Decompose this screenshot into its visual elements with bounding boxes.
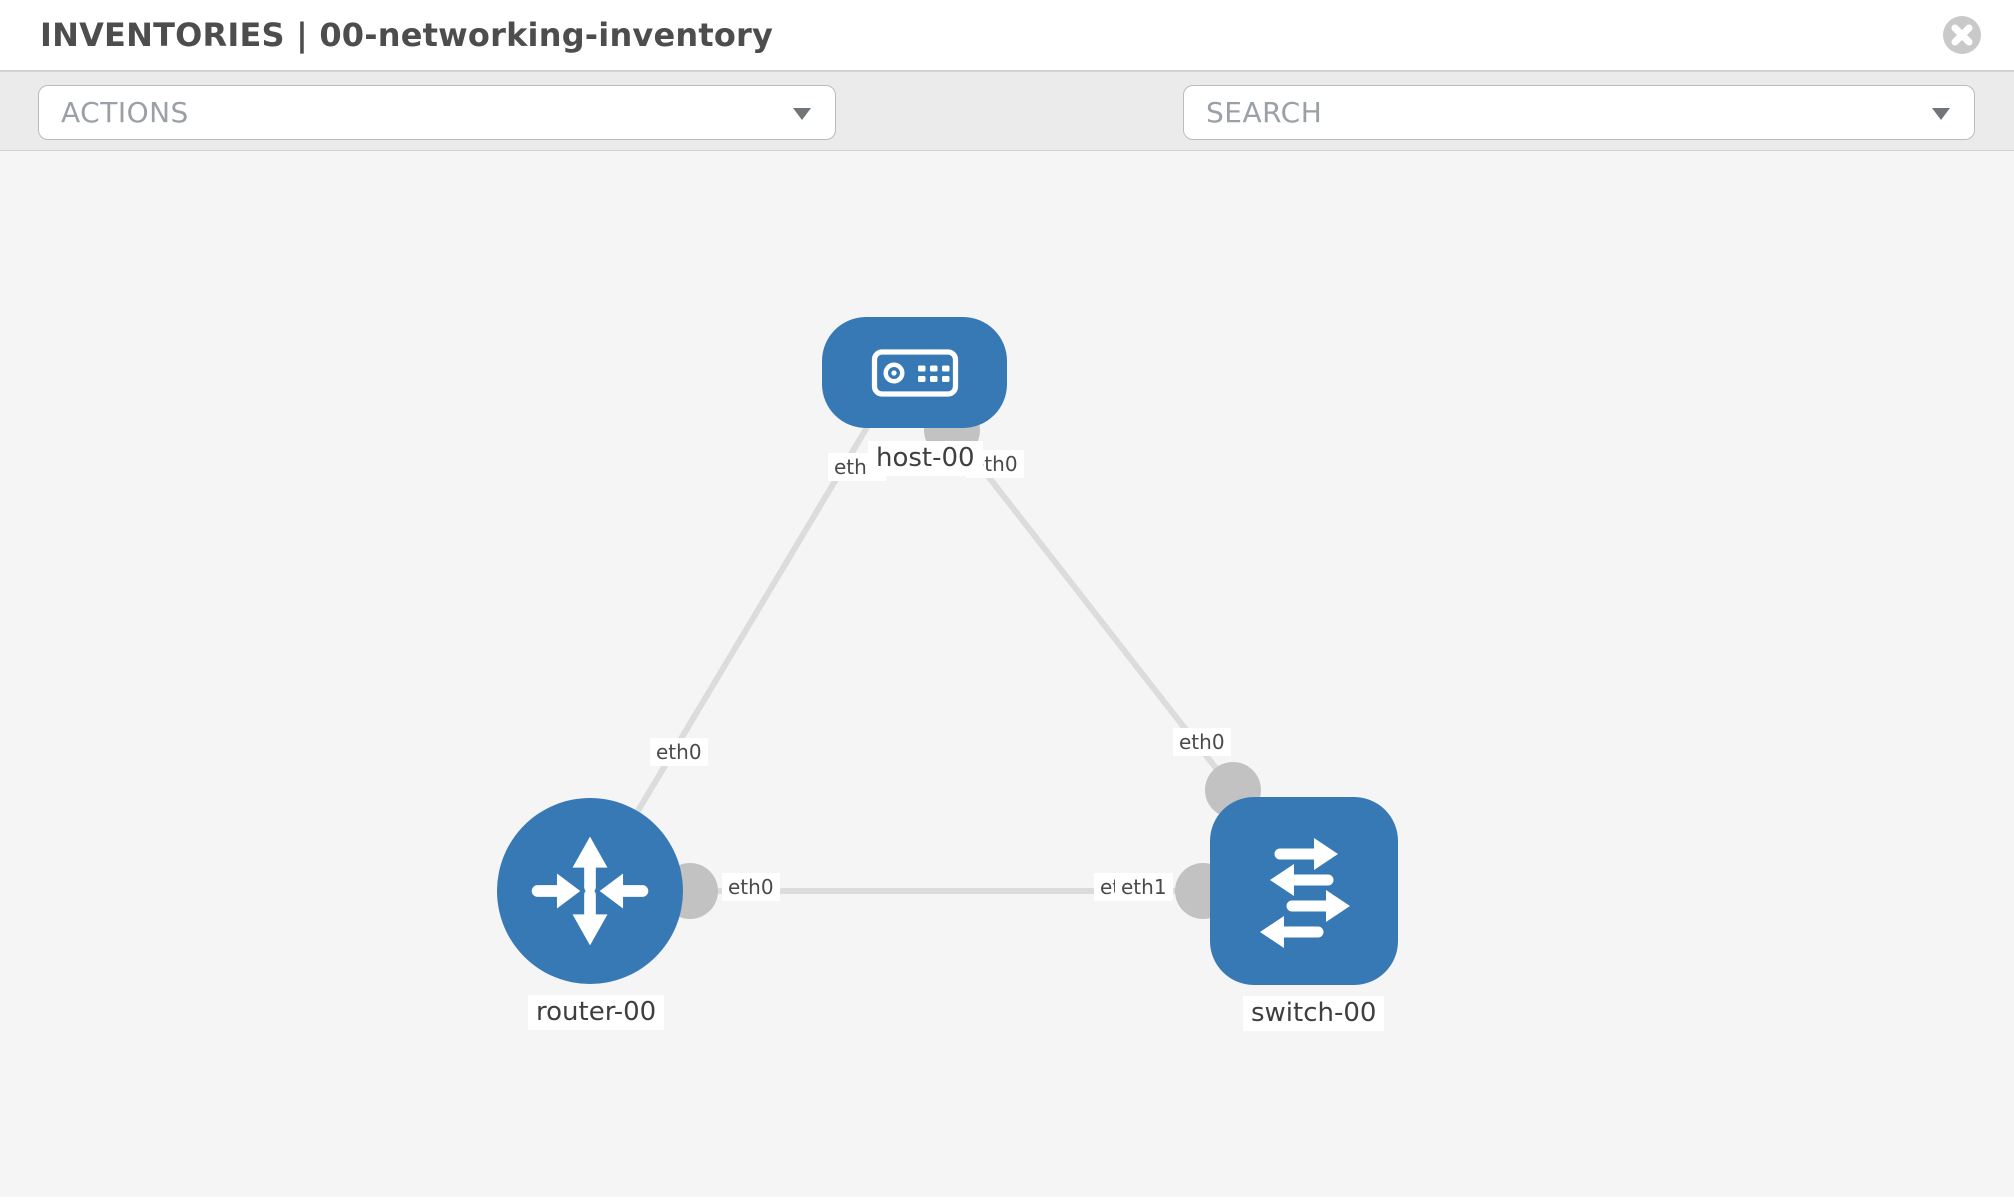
if-label-router-to-switch: eth0 xyxy=(722,873,780,901)
router-icon xyxy=(531,836,649,946)
breadcrumb-header: INVENTORIES | 00-networking-inventory xyxy=(0,0,2014,72)
if-label-router-to-host: eth0 xyxy=(650,738,708,766)
node-label-host-00: host-00 xyxy=(868,441,983,476)
close-icon[interactable] xyxy=(1942,15,1982,55)
search-dropdown-label: SEARCH xyxy=(1206,96,1323,129)
topology-links xyxy=(605,417,1236,894)
topology-canvas[interactable]: eth0 eth0 eth0 eth0 eth0 eth1 eth1 host-… xyxy=(0,151,2014,1197)
node-switch-00[interactable] xyxy=(1210,797,1398,985)
actions-dropdown[interactable]: ACTIONS xyxy=(38,85,836,140)
node-label-router-00: router-00 xyxy=(528,995,665,1030)
actions-dropdown-label: ACTIONS xyxy=(61,96,189,129)
chevron-down-icon xyxy=(1932,107,1950,120)
chevron-down-icon xyxy=(793,107,811,120)
if-label-switch-to-router: eth1 xyxy=(1115,873,1173,901)
topology-toolbar: ACTIONS SEARCH xyxy=(0,72,2014,212)
search-dropdown[interactable]: SEARCH xyxy=(1183,85,1975,140)
host-icon xyxy=(871,348,958,397)
link-host-router[interactable] xyxy=(605,417,875,863)
node-host-00[interactable] xyxy=(822,317,1007,428)
page-title: INVENTORIES | 00-networking-inventory xyxy=(40,16,774,54)
node-router-00[interactable] xyxy=(497,798,683,984)
switch-icon xyxy=(1260,838,1350,948)
node-label-switch-00: switch-00 xyxy=(1243,996,1385,1031)
if-label-switch-to-host: eth0 xyxy=(1173,728,1231,756)
